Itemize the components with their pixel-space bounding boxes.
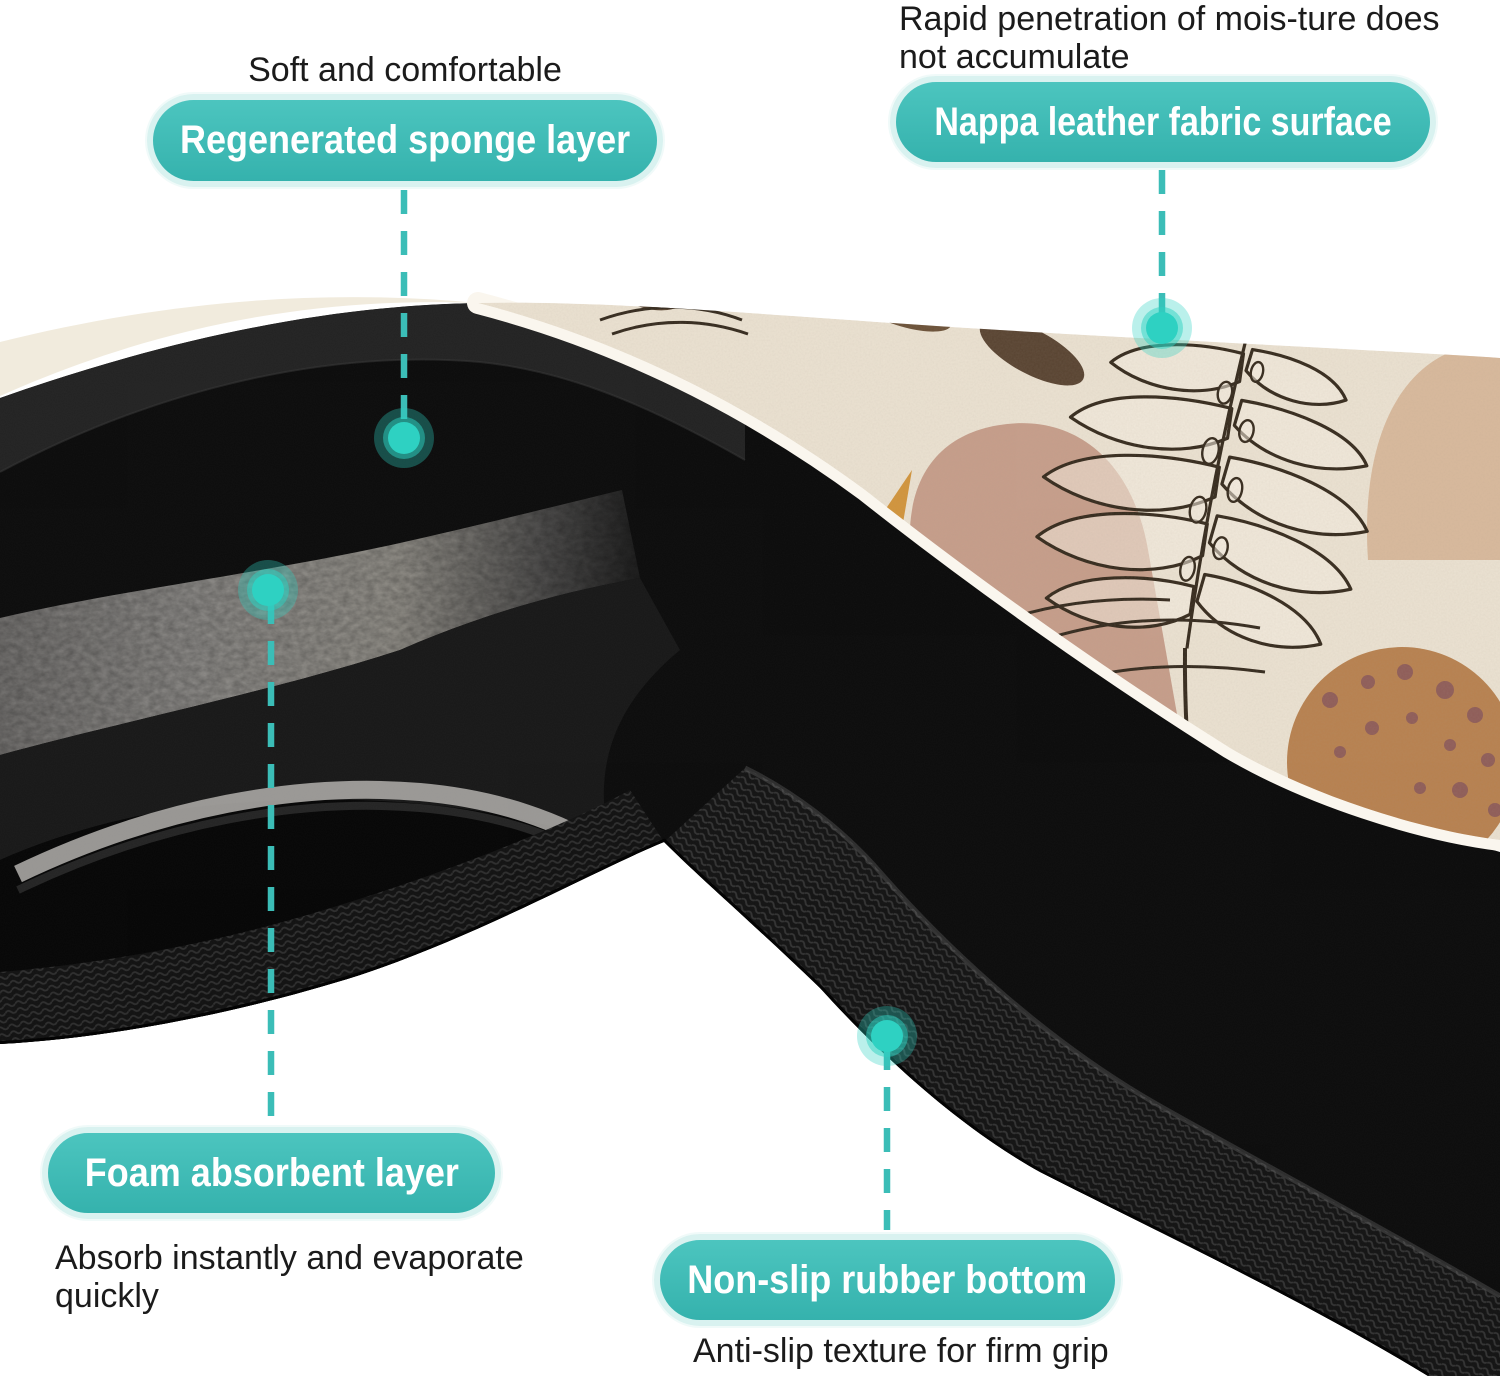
note-fabric: Rapid penetration of mois-ture does not … <box>899 0 1440 77</box>
note-sponge: Soft and comfortable <box>248 51 562 89</box>
dot-fabric <box>1132 298 1192 358</box>
pill-non-slip-rubber-bottom: Non-slip rubber bottom <box>654 1234 1121 1326</box>
fabric-edge-band <box>0 297 478 396</box>
pill-regenerated-sponge-layer: Regenerated sponge layer <box>147 94 663 187</box>
dot-foam <box>238 560 298 620</box>
callout-dots <box>238 298 1192 1066</box>
pill-foam-absorbent-layer: Foam absorbent layer <box>42 1127 501 1219</box>
note-foam: Absorb instantly and evaporate quickly <box>55 1239 524 1316</box>
note-rubber: Anti-slip texture for firm grip <box>693 1332 1109 1370</box>
dot-sponge <box>374 408 434 468</box>
callout-lines <box>267 170 1166 1230</box>
dot-rubber <box>857 1006 917 1066</box>
pill-nappa-leather-fabric-surface: Nappa leather fabric surface <box>890 76 1436 168</box>
